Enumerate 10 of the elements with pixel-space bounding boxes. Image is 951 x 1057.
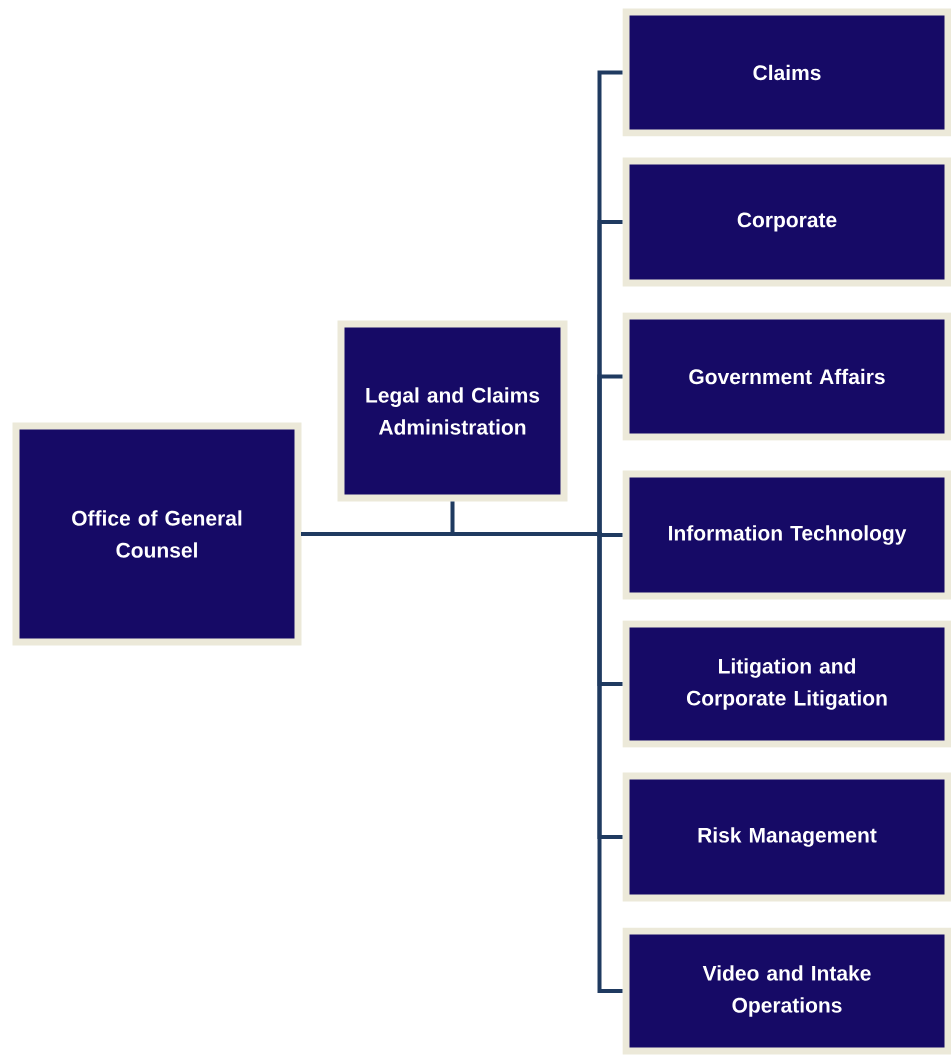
org-box: Legal and Claims Administration — [337, 320, 568, 502]
org-box: Corporate — [622, 157, 951, 287]
org-box: Risk Management — [622, 772, 951, 902]
org-box: Government Affairs — [622, 312, 951, 441]
org-box: Litigation and Corporate Litigation — [622, 620, 951, 748]
org-box: Information Technology — [622, 470, 951, 600]
org-box: Office of General Counsel — [12, 422, 302, 646]
org-box: Video and Intake Operations — [622, 927, 951, 1055]
org-box: Claims — [622, 8, 951, 137]
connector-line — [301, 532, 623, 993]
